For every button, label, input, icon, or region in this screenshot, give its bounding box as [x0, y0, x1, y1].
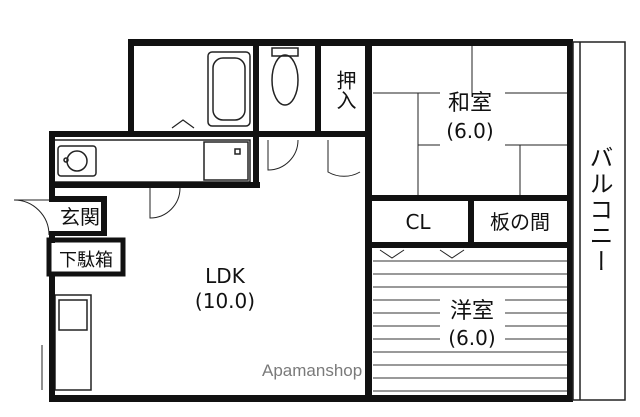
washitsu-name: 和室	[448, 91, 492, 116]
closet-label: CL	[405, 210, 431, 234]
washitsu-size: (6.0)	[446, 119, 493, 143]
door-swings	[13, 139, 361, 390]
itanoma-label: 板の間	[490, 210, 550, 234]
storage-shelf	[54, 294, 92, 391]
flooring-lines	[373, 260, 571, 392]
ldk-name: LDK	[205, 264, 246, 288]
youshitsu-size: (6.0)	[448, 326, 495, 350]
balcony-outline	[572, 41, 626, 401]
kitchen-counter	[53, 139, 251, 183]
tatami-lines	[373, 45, 571, 195]
getabako-label: 下駄箱	[59, 250, 113, 271]
bathtub	[207, 51, 251, 127]
watermark: Apamanshop	[262, 361, 362, 380]
balcony-label: バルコニー	[585, 145, 613, 275]
door-marks	[379, 249, 465, 259]
toilet	[271, 47, 299, 106]
youshitsu-name: 洋室	[450, 299, 494, 324]
washroom-mark	[171, 119, 195, 129]
walls	[46, 39, 573, 402]
ldk-size: (10.0)	[195, 289, 255, 313]
genkan-label: 玄関	[60, 205, 100, 229]
oshiire-label: 押入	[333, 70, 357, 110]
